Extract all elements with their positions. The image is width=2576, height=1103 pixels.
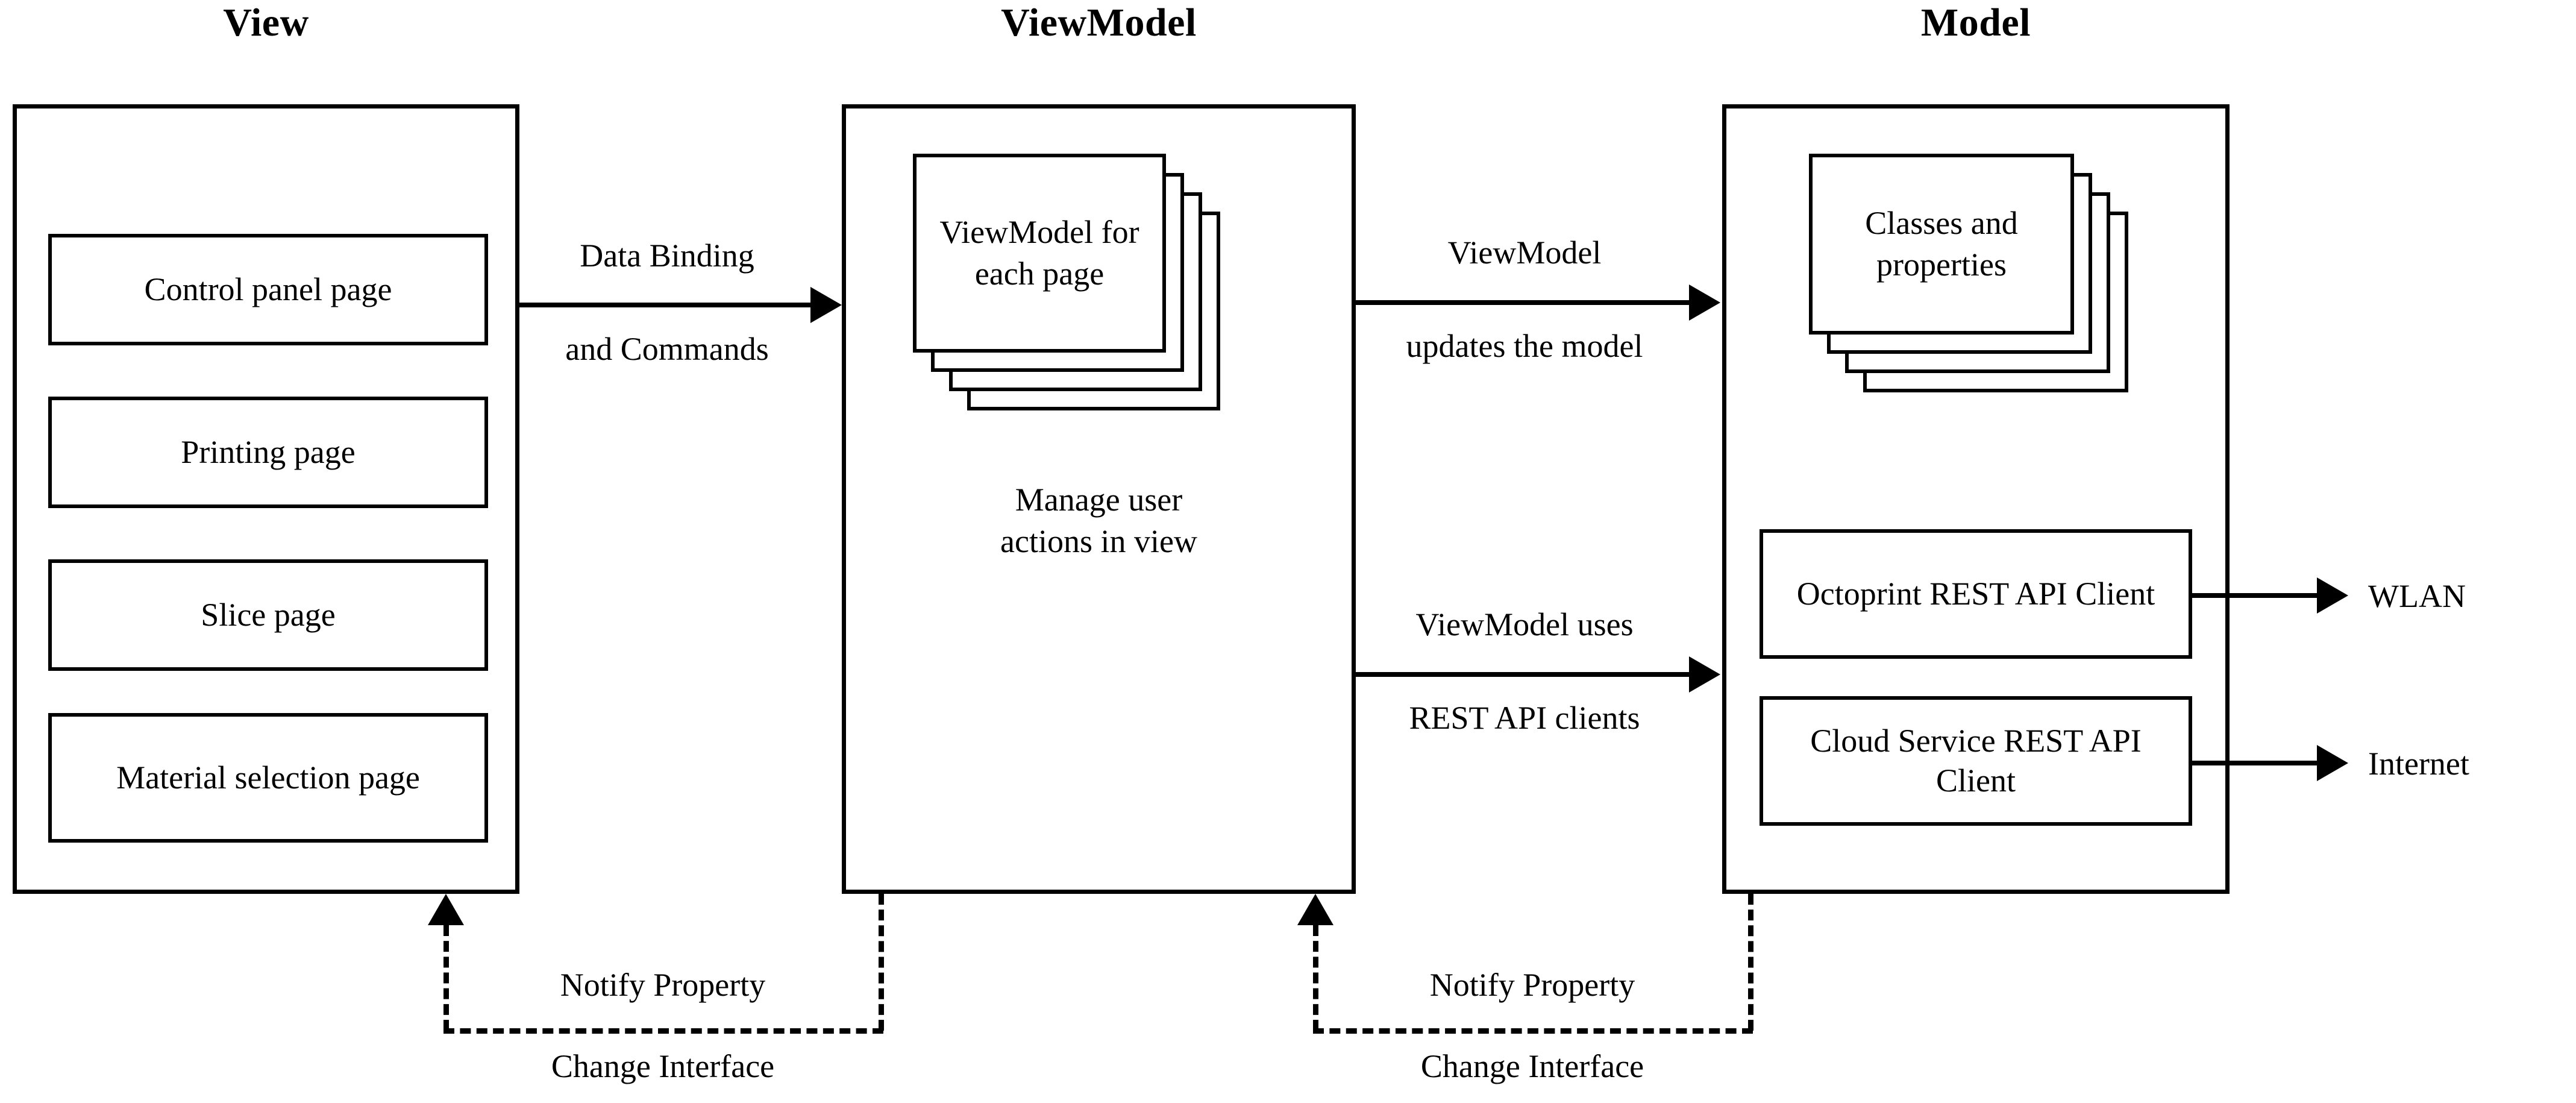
viewmodel-card-stack: ViewModel for each page [913,154,1286,425]
arrow-head-notify-property-to-view [428,894,464,925]
arrow-line-model-to-internet [2192,761,2319,765]
dash-segment-notify-to-view-horizontal [443,1028,883,1034]
view-page-printing[interactable]: Printing page [48,397,488,508]
label-change-interface-viewmodel: Change Interface [1420,1048,1644,1084]
model-card-front[interactable]: Classes and properties [1809,154,2074,335]
label-viewmodel-updates-top: ViewModel [1447,234,1602,271]
model-cloud-service-rest-api-client[interactable]: Cloud Service REST API Client [1760,696,2192,826]
model-stack-label: Classes and properties [1865,204,2018,283]
label-viewmodel-uses-top: ViewModel uses [1415,606,1634,643]
label-data-binding: Data Binding [580,237,754,274]
label-change-interface-view: Change Interface [551,1048,775,1084]
view-page-label: Material selection page [116,759,420,796]
view-page-label: Printing page [181,433,356,470]
view-page-label: Slice page [201,596,336,633]
arrow-line-viewmodel-uses-rest-clients [1356,672,1691,677]
viewmodel-card-front[interactable]: ViewModel for each page [913,154,1166,353]
arrow-head-wlan [2317,577,2348,614]
model-client-label: Octoprint REST API Client [1796,575,2155,612]
arrow-head-viewmodel-uses-rest-clients [1689,656,1720,693]
dash-segment-notify-to-viewmodel-horizontal [1313,1028,1753,1034]
view-page-control-panel[interactable]: Control panel page [48,234,488,345]
arrow-head-viewmodel-updates-model [1689,284,1720,321]
viewmodel-description: Manage user actions in view [1000,482,1197,560]
network-label-wlan: WLAN [2368,578,2466,614]
label-viewmodel-uses-bottom: REST API clients [1409,700,1640,736]
network-label-internet: Internet [2368,746,2469,782]
arrow-head-internet [2317,745,2348,781]
view-page-material-selection[interactable]: Material selection page [48,713,488,843]
label-and-commands: and Commands [565,331,769,367]
column-title-viewmodel: ViewModel [1001,1,1197,45]
dash-segment-notify-to-viewmodel-vertical-right [1748,894,1753,1031]
label-notify-property-viewmodel: Notify Property [1429,967,1635,1003]
column-title-model: Model [1920,1,2031,45]
model-card-stack: Classes and properties [1809,154,2183,407]
view-page-slice[interactable]: Slice page [48,559,488,671]
arrow-line-model-to-wlan [2192,593,2319,598]
arrow-head-view-to-viewmodel [810,287,842,323]
column-title-view: View [223,1,309,45]
view-page-label: Control panel page [144,271,392,307]
arrow-head-notify-property-to-viewmodel [1297,894,1333,925]
dash-segment-notify-to-view-vertical-right [879,894,884,1031]
label-viewmodel-updates-bottom: updates the model [1406,328,1643,364]
model-octoprint-rest-api-client[interactable]: Octoprint REST API Client [1760,529,2192,659]
dash-segment-notify-to-viewmodel-vertical-left [1313,925,1318,1031]
arrow-line-view-to-viewmodel [519,303,813,307]
arrow-line-viewmodel-updates-model [1356,300,1691,305]
label-notify-property-view: Notify Property [560,967,766,1003]
dash-segment-notify-to-view-vertical-left [443,925,449,1031]
viewmodel-stack-label: ViewModel for each page [939,213,1139,292]
model-client-label: Cloud Service REST API Client [1810,722,2142,799]
